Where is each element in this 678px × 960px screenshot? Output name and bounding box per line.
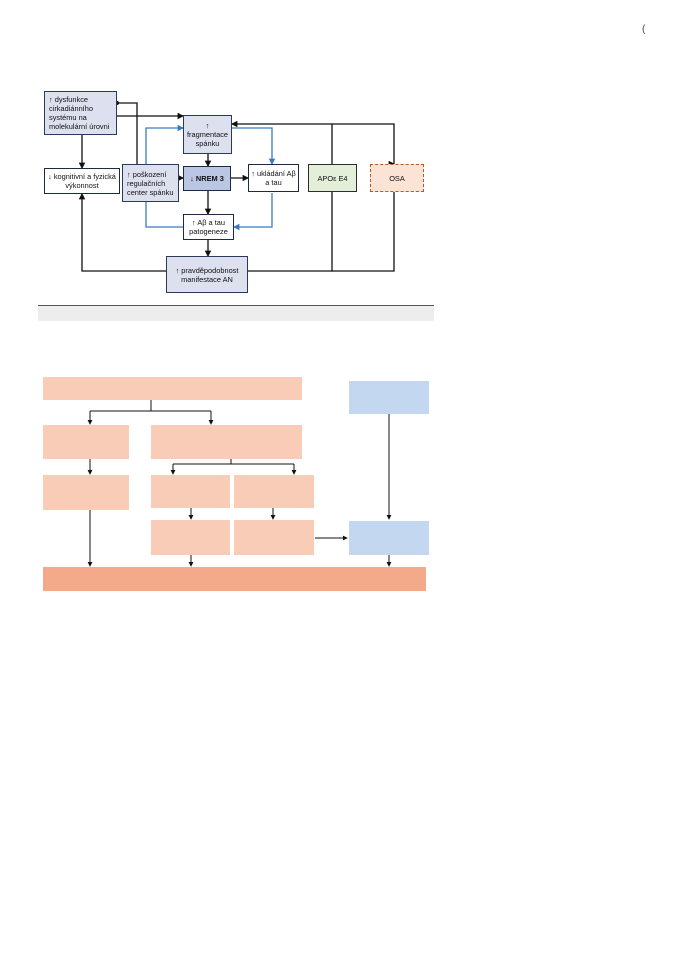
- abeta-tau-pathogenesis-node: ↑ Aβ a tau patogeneze: [183, 214, 234, 240]
- figure-caption-bar: [38, 305, 434, 321]
- nrem3-node: ↓ NREM 3: [183, 166, 231, 191]
- flowchart-sub-box-a2: [151, 520, 230, 555]
- ad-manifestation-probability-node: ↑ pravděpodobnost manifestace AN: [166, 256, 248, 293]
- sleep-pathway-diagram: ↑ dysfunkce cirkadiánního systému na mol…: [38, 88, 434, 320]
- flowchart-middle-box: [151, 425, 302, 459]
- sleep-center-damage-node: ↑ poškození regulačních center spánku: [122, 164, 179, 202]
- page-corner-mark: (: [642, 24, 646, 35]
- flowchart-left-box-1: [43, 425, 129, 459]
- abeta-tau-deposition-node: ↑ ukládání Aβ a tau: [248, 164, 299, 192]
- osa-node: OSA: [370, 164, 424, 192]
- flowchart-blue-top-box: [349, 381, 429, 414]
- flowchart-top-box: [43, 377, 302, 400]
- cognitive-performance-node: ↓ kognitivní a fyzická výkonnost: [44, 168, 120, 194]
- apoe-e4-node: APOε E4: [308, 164, 357, 192]
- flowchart-sub-box-a1: [151, 475, 230, 508]
- flowchart-sub-box-b1: [234, 475, 314, 508]
- flowchart-bottom-box: [43, 567, 426, 591]
- flowchart-blue-bottom-box: [349, 521, 429, 555]
- flowchart-left-box-2: [43, 475, 129, 510]
- connector-lines: [78, 101, 395, 272]
- sleep-fragmentation-node: ↑ fragmentace spánku: [183, 115, 232, 154]
- circadian-dysfunction-node: ↑ dysfunkce cirkadiánního systému na mol…: [44, 91, 117, 135]
- flowchart-sub-box-b2: [234, 520, 314, 555]
